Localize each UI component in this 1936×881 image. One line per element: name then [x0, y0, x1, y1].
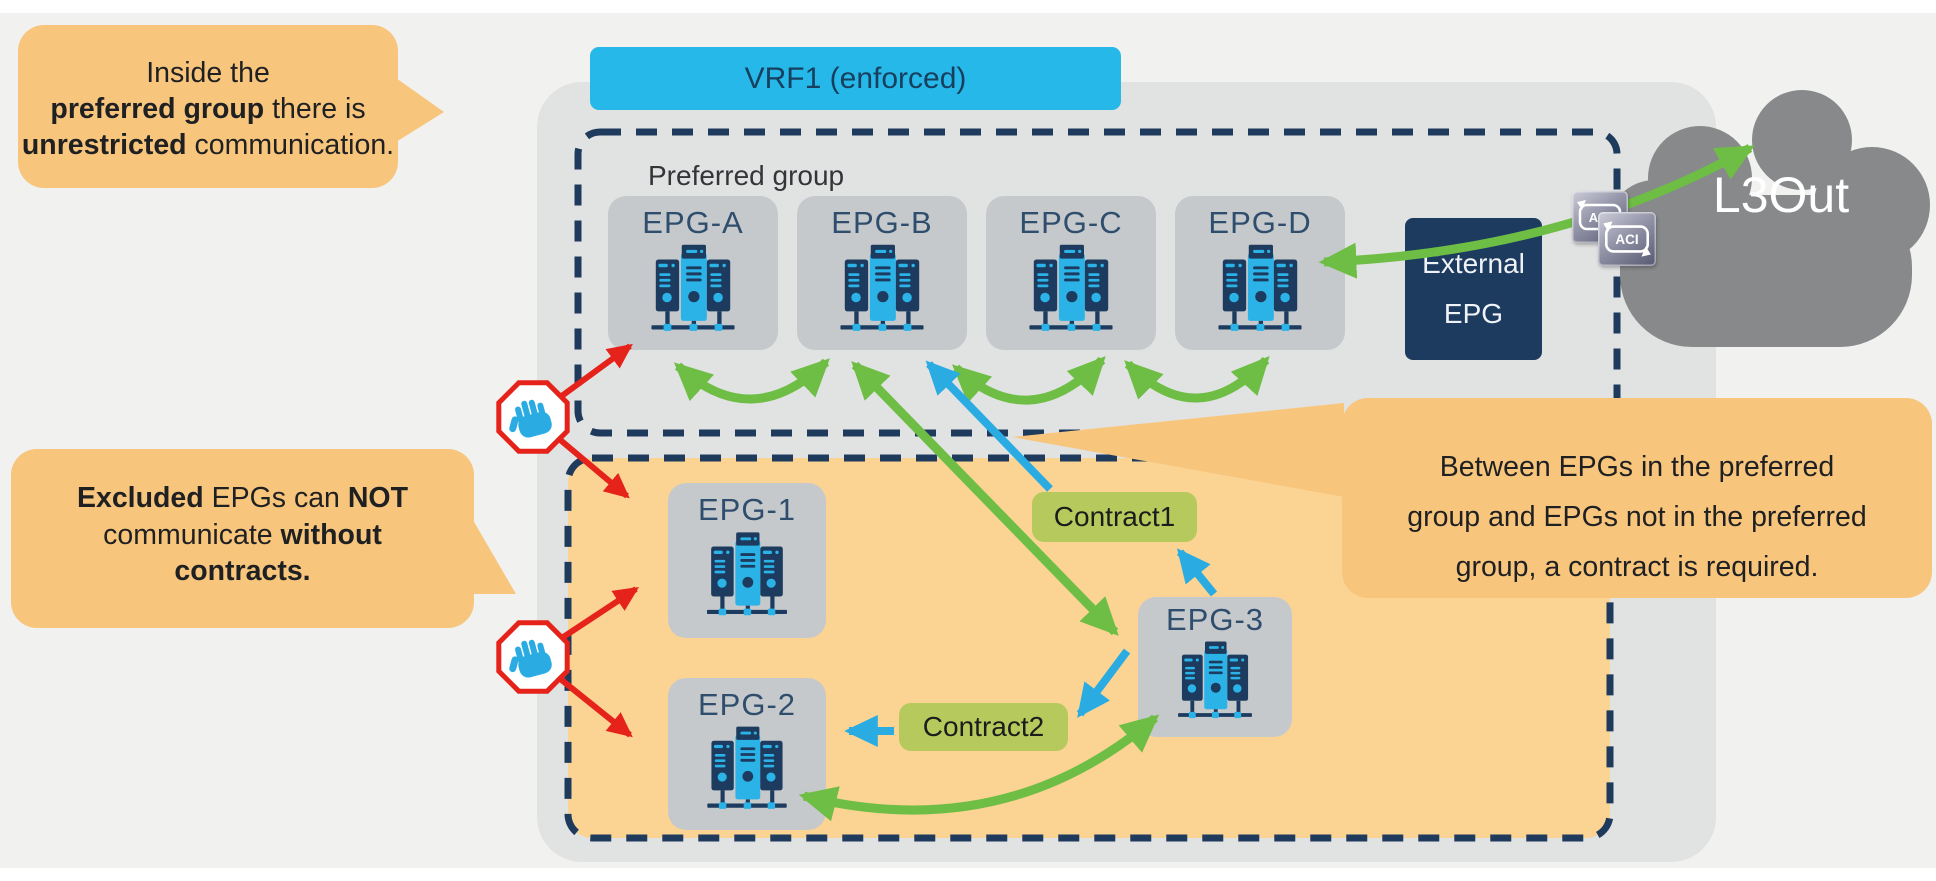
callout-mid-tail — [470, 515, 516, 594]
callout-text-bold: Excluded — [76, 482, 204, 514]
epg-a-box: EPG-A — [608, 196, 778, 350]
epg-b-box: EPG-B — [797, 196, 967, 350]
vrf-title: VRF1 (enforced) — [744, 62, 967, 95]
callout-inside-preferred: Inside the preferred group there is unre… — [18, 25, 398, 188]
epg-c-box: EPG-C — [986, 196, 1156, 350]
contract2-box: Contract2 — [899, 703, 1068, 751]
callout-text: group and EPGs not in the preferred — [1407, 501, 1867, 533]
callout-text-bold: NOT — [347, 482, 409, 514]
epg-3-box: EPG-3 — [1138, 597, 1292, 737]
callout-contract-required: Between EPGs in the preferred group and … — [1342, 398, 1932, 598]
callout-text: Inside the — [146, 57, 270, 89]
l3out-label: L3Out — [1713, 167, 1849, 223]
callout-text: communicate — [103, 518, 281, 551]
epg-2-label: EPG-2 — [697, 687, 797, 722]
callout-text: communication. — [186, 129, 395, 161]
epg-c-label: EPG-C — [1019, 205, 1123, 240]
epg-1-label: EPG-1 — [697, 492, 797, 527]
callout-text-bold: preferred group — [50, 93, 265, 125]
external-epg-box: External EPG — [1405, 218, 1542, 360]
server-cluster-icon — [697, 725, 797, 811]
server-cluster-icon — [1168, 640, 1262, 720]
callout-text-bold: unrestricted — [21, 129, 187, 161]
epg-3-label: EPG-3 — [1165, 602, 1265, 637]
epg-d-box: EPG-D — [1175, 196, 1345, 350]
callout-text: Between EPGs in the preferred — [1439, 451, 1835, 483]
server-cluster-icon — [830, 243, 934, 333]
server-cluster-icon — [697, 530, 797, 618]
epg-d-label: EPG-D — [1208, 205, 1312, 240]
callout-excluded-epgs: Excluded EPGs can NOT communicate withou… — [11, 449, 474, 628]
external-epg-line1: External — [1422, 248, 1525, 279]
callout-text: EPGs can — [203, 482, 348, 514]
bottom-margin — [0, 868, 1936, 881]
external-epg-line2: EPG — [1443, 298, 1504, 329]
epg-1-box: EPG-1 — [668, 483, 826, 638]
epg-2-box: EPG-2 — [668, 678, 826, 830]
epg-b-label: EPG-B — [831, 205, 933, 240]
callout-text-bold: contracts. — [174, 555, 311, 587]
epg-a-label: EPG-A — [642, 205, 744, 240]
top-margin — [0, 0, 1936, 13]
callout-text: group, a contract is required. — [1455, 551, 1819, 583]
server-cluster-icon — [1208, 243, 1312, 333]
callout-text: there is — [264, 93, 366, 125]
callout-text-bold: without — [280, 518, 382, 551]
server-cluster-icon — [641, 243, 745, 333]
preferred-group-label: Preferred group — [648, 160, 845, 191]
vrf-title-bar: VRF1 (enforced) — [590, 47, 1121, 110]
callout-top-tail — [396, 78, 444, 142]
contract1-box: Contract1 — [1032, 492, 1197, 542]
aci-switch-icon: ACI — [1598, 212, 1656, 266]
aci-label: ACI — [1615, 232, 1638, 247]
server-cluster-icon — [1019, 243, 1123, 333]
